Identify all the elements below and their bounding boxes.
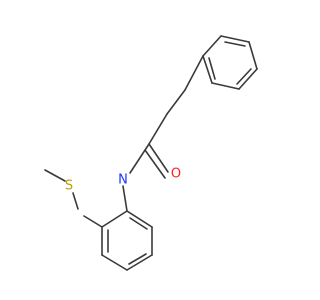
bond — [83, 215, 103, 228]
bond — [202, 35, 222, 57]
nitrogen-label: N — [118, 173, 128, 188]
alkyl-chain — [148, 55, 204, 145]
atom-label-s: S — [65, 179, 73, 194]
carbonyl-group — [144, 143, 169, 179]
bond — [220, 35, 250, 43]
sulfur-label: S — [65, 179, 73, 194]
bond — [202, 55, 213, 84]
double-bond-inner — [236, 68, 252, 85]
bond — [101, 254, 128, 271]
bond — [148, 143, 169, 173]
atom-label-o: O — [171, 167, 181, 182]
bond — [101, 210, 128, 228]
bond — [129, 143, 150, 174]
bond — [126, 254, 153, 271]
methylthio-group — [44, 169, 103, 228]
bond — [148, 113, 168, 145]
double-bond-inner — [144, 149, 166, 179]
molecule-diagram: N O S — [44, 35, 258, 271]
bond — [238, 68, 258, 90]
bond — [166, 89, 186, 115]
double-bond-inner — [224, 41, 246, 47]
bond — [72, 192, 79, 210]
bond — [126, 210, 153, 228]
double-bond-inner — [128, 253, 147, 265]
bond — [211, 82, 240, 90]
oxygen-label: O — [171, 167, 181, 182]
bond — [44, 169, 66, 182]
phenyl-ring — [202, 35, 258, 90]
amide-linkage — [122, 143, 150, 212]
bond — [122, 185, 128, 212]
aniline-ring — [101, 210, 153, 271]
bond — [248, 41, 258, 70]
double-bond-inner — [208, 57, 216, 80]
double-bond-inner — [129, 217, 148, 230]
atom-label-n: N — [118, 173, 128, 188]
bond — [184, 55, 204, 91]
